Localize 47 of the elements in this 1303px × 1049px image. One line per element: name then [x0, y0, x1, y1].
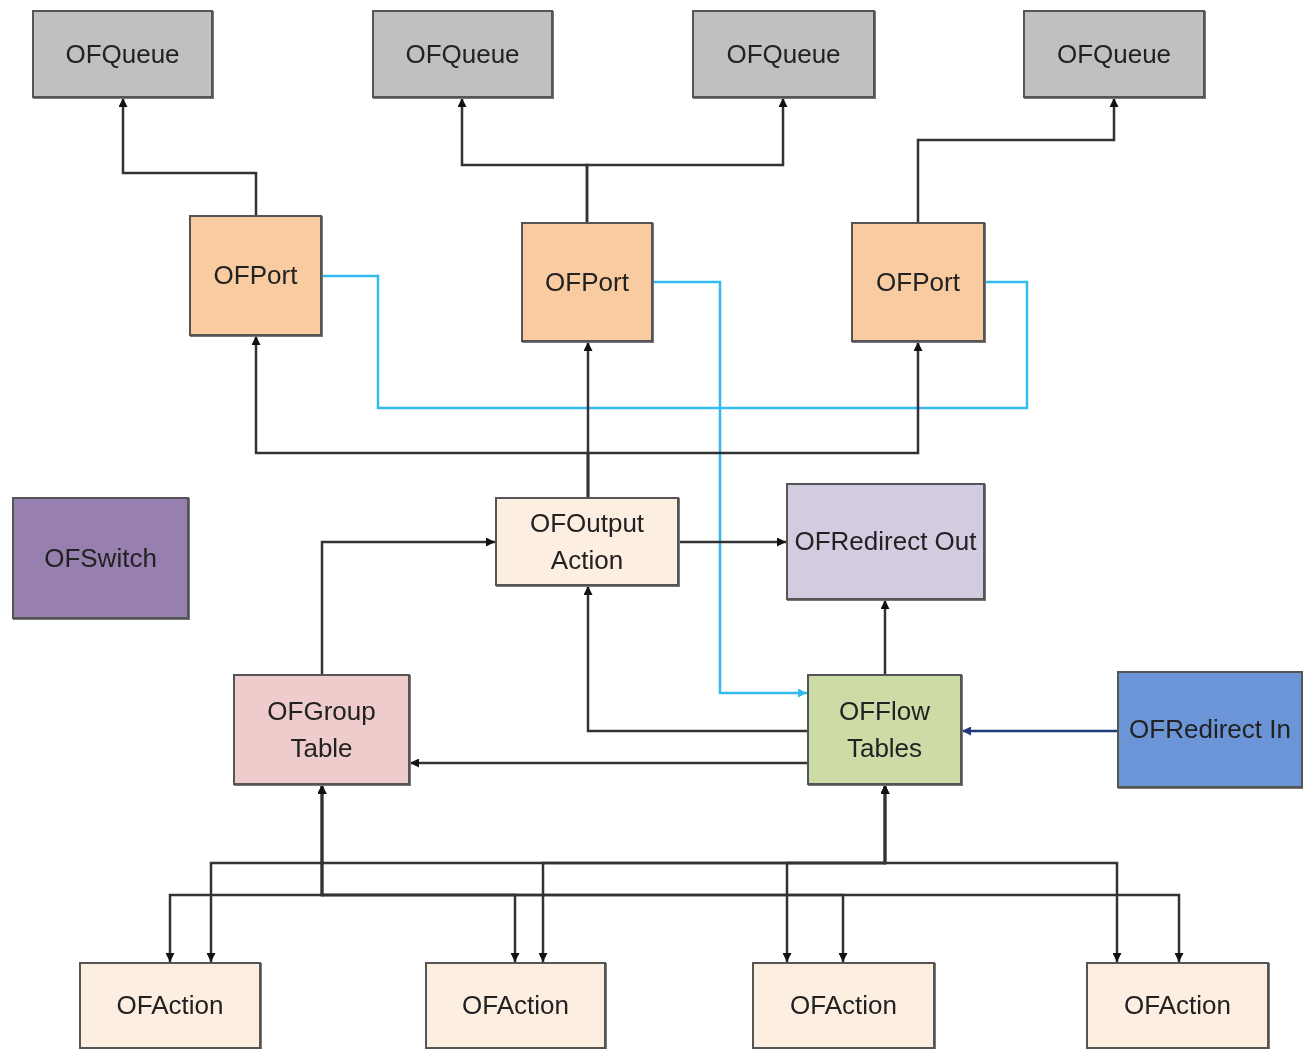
- node-label: OFAction: [1123, 989, 1232, 1023]
- node-label: OFRedirect In: [1128, 713, 1292, 747]
- arrow: [962, 726, 1117, 736]
- queue-box: [32, 10, 213, 98]
- arrow: [880, 785, 1122, 962]
- arrow: [585, 98, 788, 222]
- redirect-box: [786, 483, 985, 600]
- node-label: OFPort: [212, 259, 299, 293]
- node-label: OFOutput Action: [528, 507, 646, 577]
- node-label: OFQueue: [725, 37, 842, 71]
- port-box: [521, 222, 653, 342]
- node-label: OFRedirect Out: [793, 525, 978, 559]
- table-box: [807, 674, 962, 785]
- queue-box: [1023, 10, 1205, 98]
- arrow: [118, 98, 258, 215]
- port-box: [851, 222, 985, 342]
- action-box: [425, 962, 606, 1049]
- node-label: OFAction: [115, 989, 225, 1023]
- arrow: [653, 280, 807, 698]
- action-box: [79, 962, 261, 1049]
- action-box: [1086, 962, 1269, 1049]
- node-label: OFAction: [789, 989, 898, 1023]
- arrow: [586, 342, 923, 497]
- node-label: OFAction: [461, 989, 570, 1023]
- arrow: [410, 758, 807, 768]
- node-label: OFFlow Tables: [838, 695, 931, 765]
- arrow: [916, 98, 1119, 222]
- switch-box: [12, 497, 189, 619]
- action-box: [495, 497, 679, 586]
- queue-box: [692, 10, 875, 98]
- node-label: OFQueue: [404, 37, 521, 71]
- node-label: OFPort: [875, 265, 961, 299]
- node-label: OFQueue: [64, 37, 181, 71]
- table-box: [233, 674, 410, 785]
- redirect-box: [1117, 671, 1303, 788]
- node-label: OFSwitch: [43, 541, 158, 575]
- port-box: [189, 215, 322, 336]
- arrow: [320, 537, 495, 674]
- node-label: OFQueue: [1055, 37, 1173, 71]
- arrow: [583, 586, 807, 733]
- arrow: [679, 537, 786, 547]
- queue-box: [372, 10, 553, 98]
- arrow: [880, 600, 890, 674]
- arrow: [317, 785, 1184, 962]
- node-label: OFPort: [544, 265, 630, 299]
- node-label: OFGroup Table: [266, 695, 377, 765]
- action-box: [752, 962, 935, 1049]
